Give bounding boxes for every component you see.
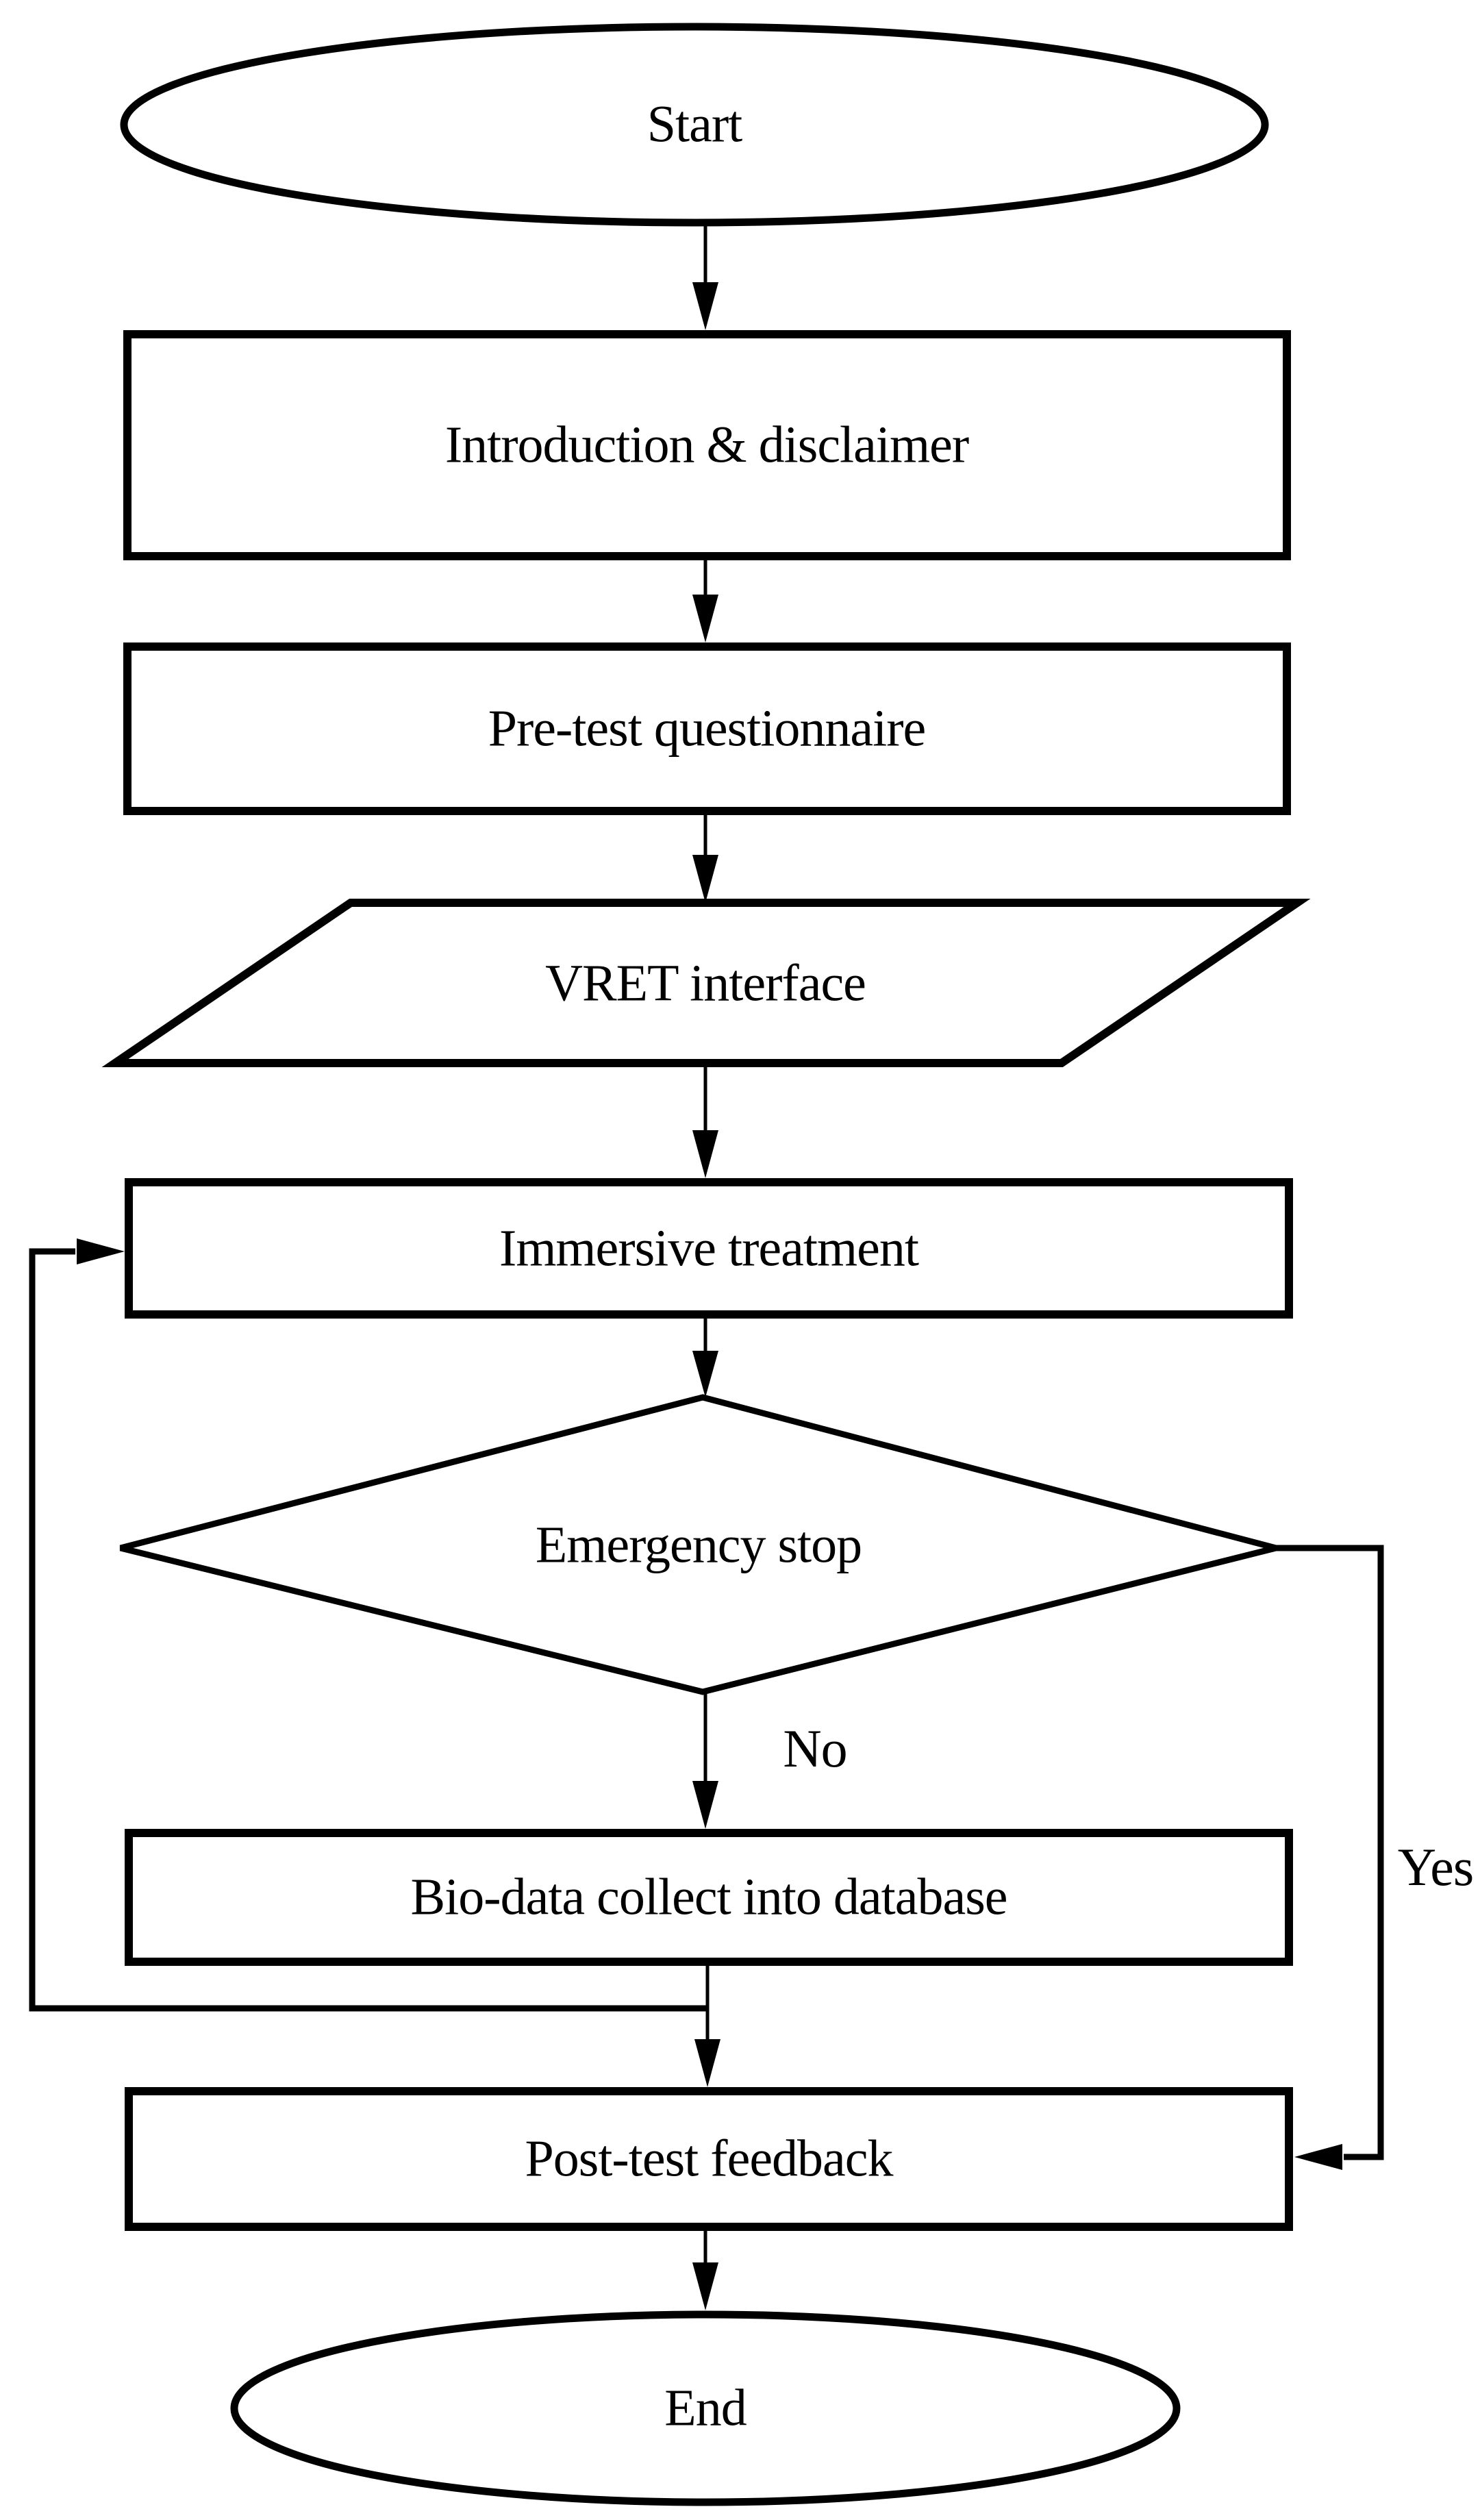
start-ellipse <box>120 23 1269 227</box>
arrow-pretest-to-vret <box>692 815 718 903</box>
edge-label-yes: Yes <box>1397 1837 1474 1897</box>
arrow-immersive-to-emergency <box>692 1319 718 1397</box>
pretest-label: Pre-test questionnaire <box>488 699 927 758</box>
arrow-start-to-introduction <box>692 226 718 330</box>
biodata-label: Bio-data collect into database <box>410 1868 1007 1926</box>
arrow-vret-to-immersive <box>692 1063 718 1178</box>
introduction-box <box>123 330 1291 560</box>
posttest-box <box>125 2087 1293 2231</box>
flowchart-edges <box>29 226 1384 2310</box>
edge-label-no: No <box>783 1719 847 1778</box>
flowchart-nodes <box>101 23 1311 2506</box>
arrow-emergency-yes-to-posttest <box>1273 1545 1384 2170</box>
vret-parallelogram <box>101 899 1311 1067</box>
arrow-emergency-no-to-biodata <box>692 1692 718 1829</box>
end-label: End <box>664 2379 747 2437</box>
immersive-box <box>125 1178 1293 1319</box>
biodata-box <box>125 1829 1293 1966</box>
vret-label: VRET interface <box>545 954 866 1012</box>
arrow-posttest-to-end <box>692 2231 718 2310</box>
arrow-biodata-to-posttest <box>694 1966 720 2087</box>
start-label: Start <box>647 95 743 153</box>
end-ellipse <box>230 2310 1181 2506</box>
arrow-introduction-to-pretest <box>692 560 718 643</box>
pretest-box <box>123 643 1291 815</box>
arrow-loopback-biodata-to-immersive <box>29 1238 707 2012</box>
introduction-label: Introduction & disclaimer <box>444 416 969 474</box>
immersive-label: Immersive treatment <box>499 1219 919 1277</box>
posttest-label: Post-test feedback <box>525 2130 893 2188</box>
emergency-label: Emergency stop <box>535 1516 862 1574</box>
emergency-diamond <box>119 1394 1277 1695</box>
